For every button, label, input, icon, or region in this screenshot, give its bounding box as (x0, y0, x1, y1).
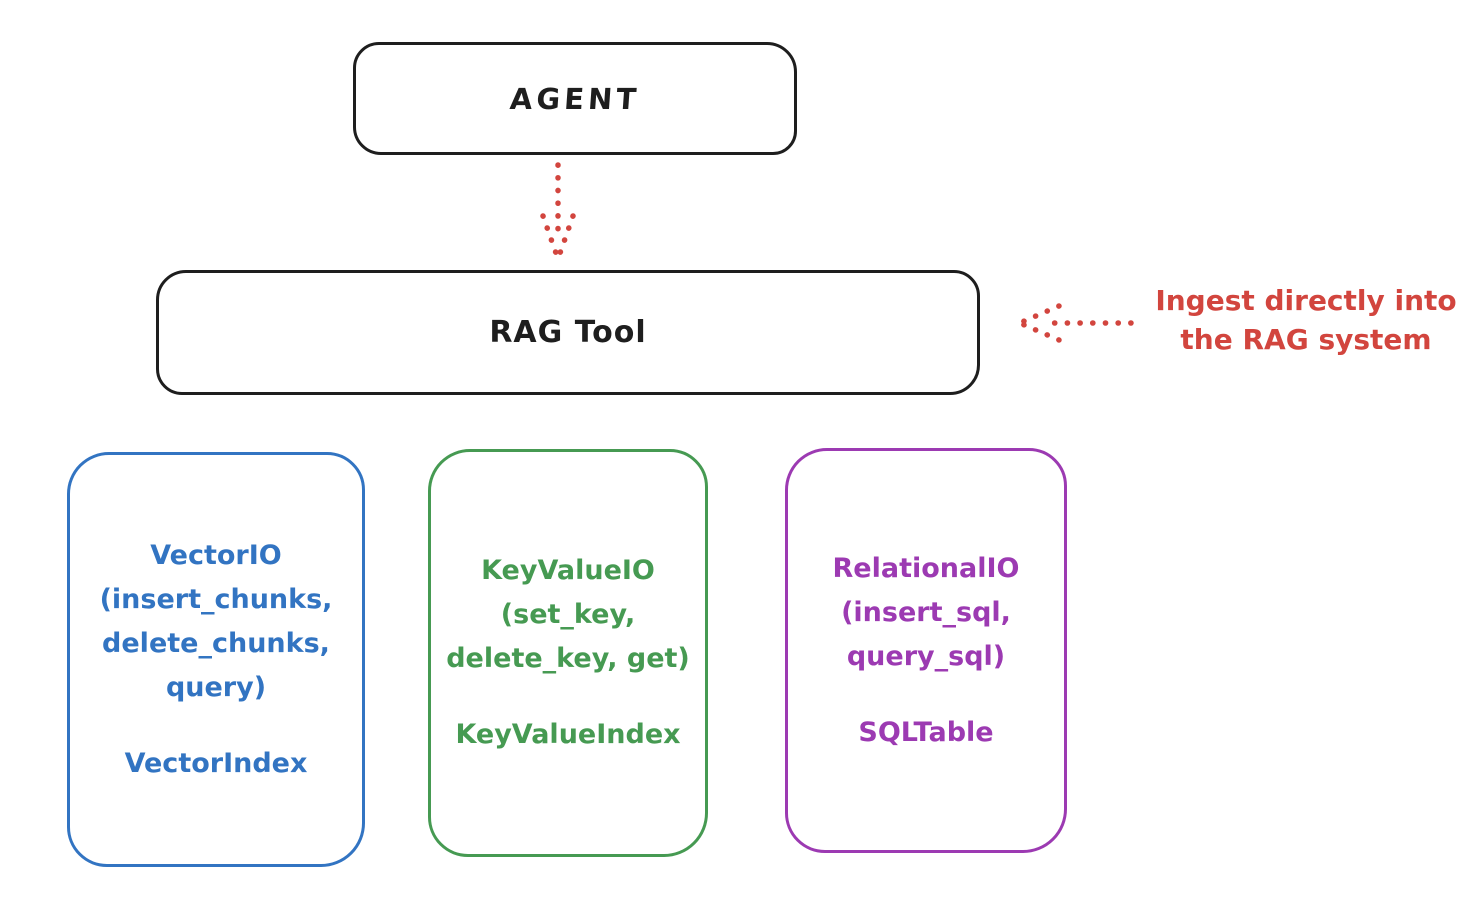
vector-io-line: (insert_chunks, (99, 583, 333, 615)
vector-index-label: VectorIndex (124, 747, 308, 779)
relational-io-line: (insert_sql, (841, 596, 1011, 628)
dotted-arrow-left-icon (1013, 299, 1135, 347)
rag-tool-node-label: RAG Tool (489, 315, 647, 350)
keyvalue-io-line: (set_key, (500, 599, 636, 630)
ingest-annotation-line1: Ingest directly into (1155, 284, 1457, 317)
relational-io-line: RelationalIO (832, 552, 1020, 584)
relational-io-line: query_sql) (846, 640, 1006, 672)
dotted-arrow-down-icon (536, 161, 580, 264)
keyvalue-io-line: delete_key, get) (446, 643, 690, 674)
relational-io-node: RelationalIO (insert_sql, query_sql) SQL… (785, 448, 1067, 853)
agent-node-label: AGENT (508, 81, 642, 116)
keyvalue-index-label: KeyValueIndex (455, 719, 681, 750)
agent-node: AGENT (353, 42, 797, 155)
keyvalue-io-line: KeyValueIO (481, 555, 655, 586)
vector-io-line: query) (165, 671, 267, 703)
vector-io-line: VectorIO (150, 539, 282, 571)
vector-io-node: VectorIO (insert_chunks, delete_chunks, … (67, 452, 365, 867)
sql-table-label: SQLTable (858, 716, 994, 748)
rag-tool-node: RAG Tool (156, 270, 980, 395)
ingest-annotation: Ingest directly into the RAG system (1138, 281, 1474, 359)
keyvalue-io-node: KeyValueIO (set_key, delete_key, get) Ke… (428, 449, 708, 857)
vector-io-line: delete_chunks, (102, 627, 330, 659)
ingest-annotation-line2: the RAG system (1180, 323, 1432, 356)
